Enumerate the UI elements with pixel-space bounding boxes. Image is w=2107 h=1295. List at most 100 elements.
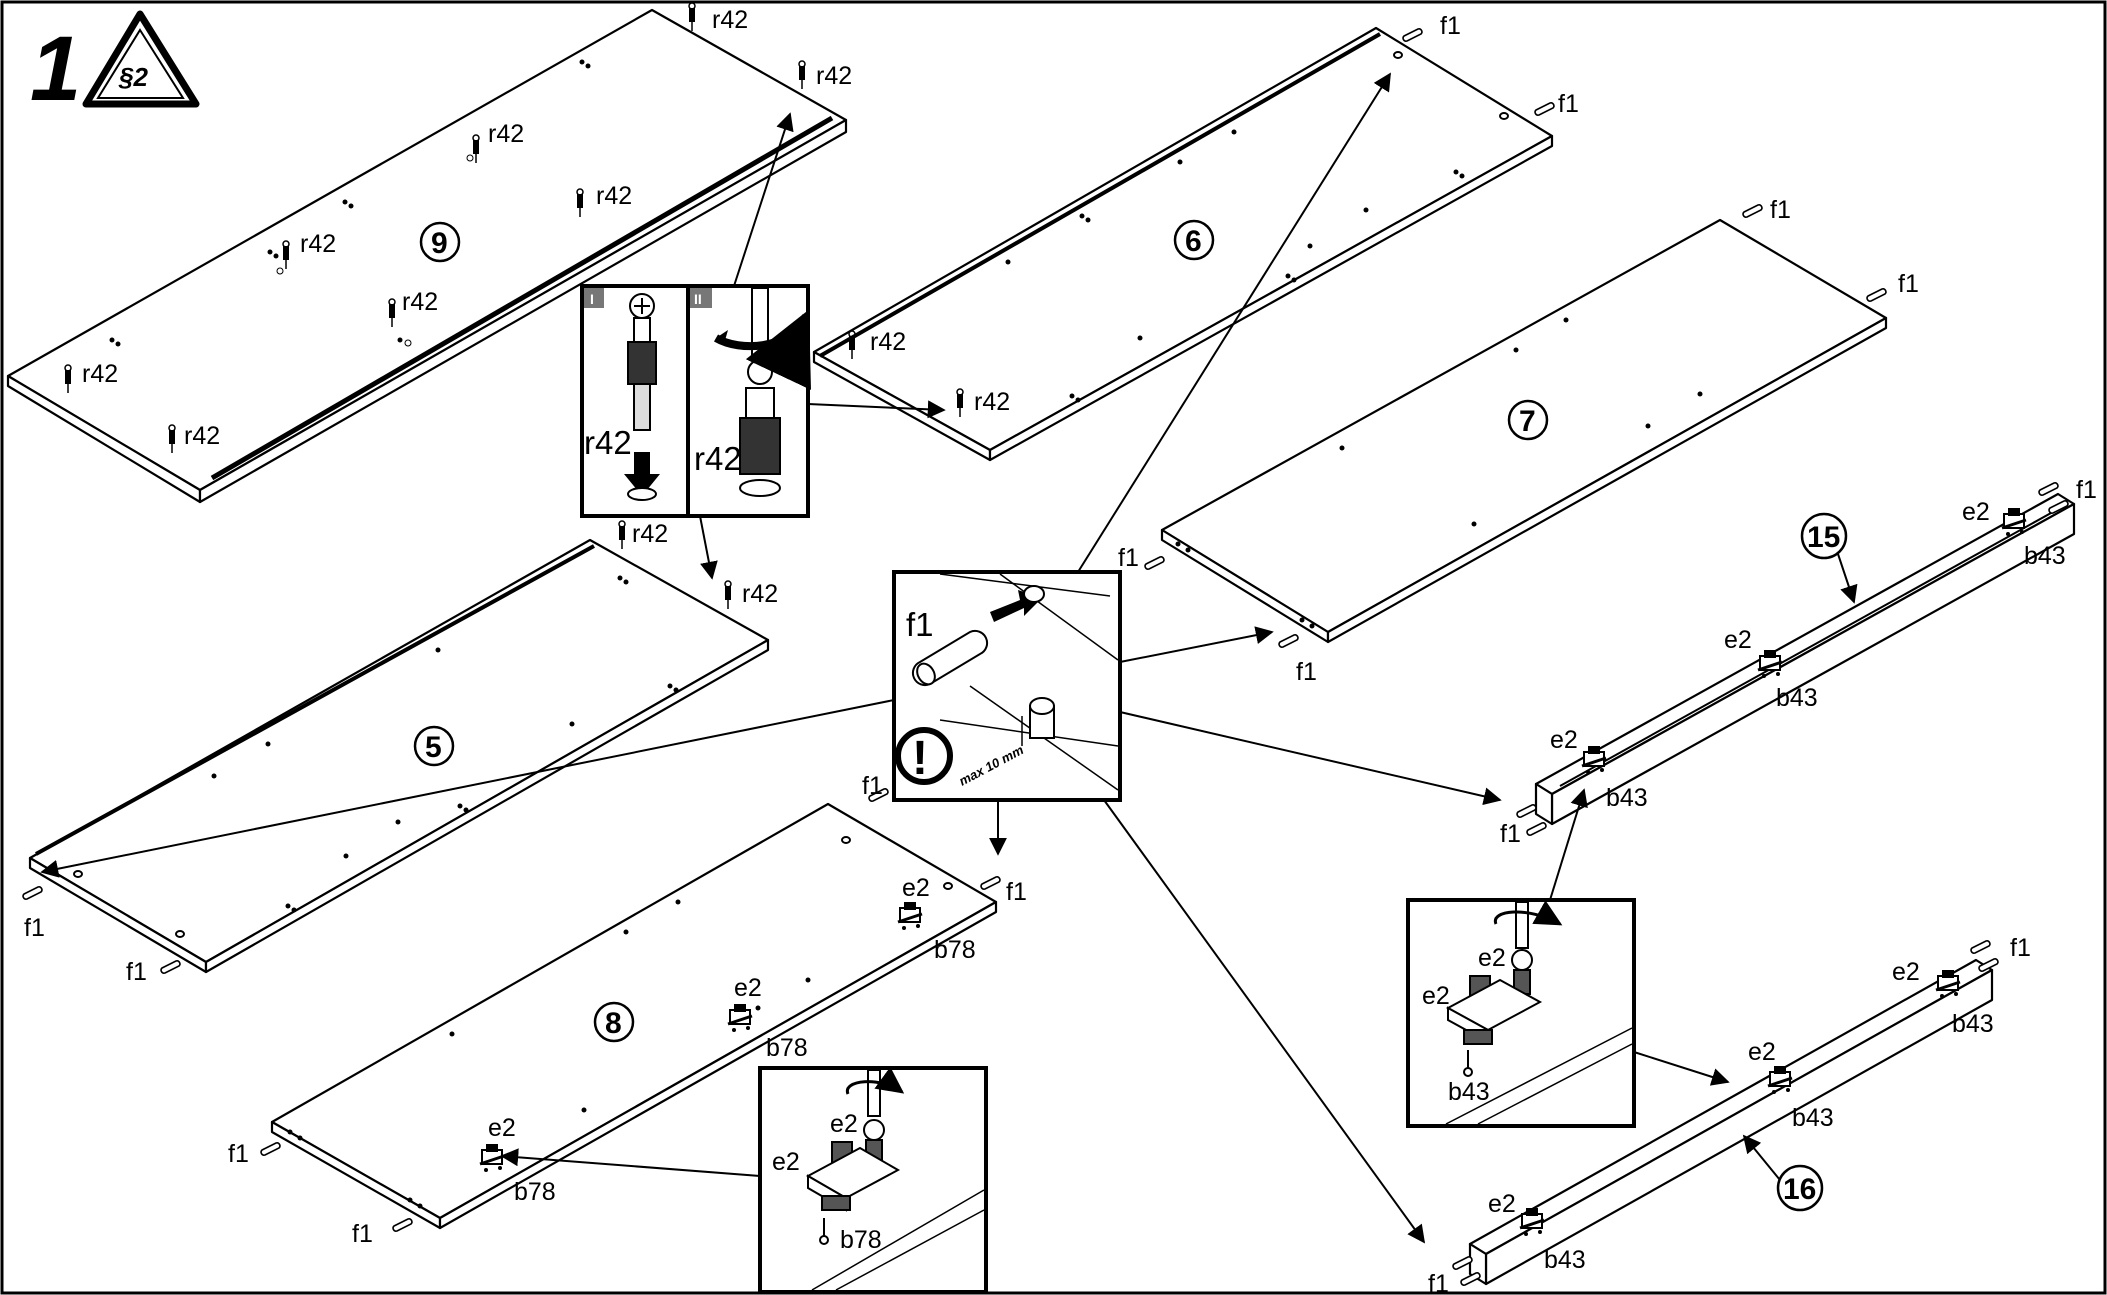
label-e2: e2 xyxy=(902,874,930,902)
label-r42: r42 xyxy=(742,580,778,608)
dowel-f1 xyxy=(160,960,181,974)
leader-hinge-b78 xyxy=(500,1148,761,1177)
part-16-circle xyxy=(1776,1164,1824,1212)
dowel-f1 xyxy=(1526,822,1547,836)
detail-hinge-e2: e2 xyxy=(1422,982,1450,1010)
label-e2: e2 xyxy=(1962,498,1990,526)
rotate-arrow-icon xyxy=(1493,900,1563,926)
detail-dowel-label: f1 xyxy=(906,606,934,643)
detail-hinge-e2: e2 xyxy=(1478,944,1506,972)
label-e2: e2 xyxy=(1488,1190,1516,1218)
part-7-circle xyxy=(1507,399,1549,441)
leader-hinge-b43-up xyxy=(1549,788,1588,901)
label-r42: r42 xyxy=(82,360,118,388)
dowel-f1 xyxy=(2038,482,2059,496)
warning-triangle-icon xyxy=(82,10,200,108)
label-e2: e2 xyxy=(488,1114,516,1142)
dowel-f1 xyxy=(1516,804,1537,818)
leader-cam-down xyxy=(699,515,718,580)
leader-16 xyxy=(1742,1134,1781,1181)
label-f1: f1 xyxy=(862,772,883,800)
dowel-f1 xyxy=(1866,288,1887,302)
hinge-plate-icon xyxy=(805,1119,901,1245)
part-16-label: 16 xyxy=(1783,1173,1816,1206)
leader-hinge-b43-down xyxy=(1633,1051,1730,1086)
part-8-label: 8 xyxy=(605,1007,622,1040)
leader-dowel-15 xyxy=(1119,711,1502,806)
hinge-plate-icon xyxy=(1445,949,1543,1077)
label-f1: f1 xyxy=(2076,476,2097,504)
label-f1: f1 xyxy=(2010,934,2031,962)
label-b78: b78 xyxy=(934,936,976,964)
label-r42: r42 xyxy=(300,230,336,258)
dowel-f1 xyxy=(1144,556,1165,570)
alert-mark: ! xyxy=(912,732,928,785)
panel-6-holes xyxy=(1005,51,1509,403)
detail-cam-step-1: I xyxy=(590,291,594,307)
part-15-label: 15 xyxy=(1807,521,1840,554)
detail-hinge-b78: b78 xyxy=(840,1226,882,1254)
dowel-f1 xyxy=(260,1142,281,1156)
label-f1: f1 xyxy=(1428,1270,1449,1295)
dowel-f1 xyxy=(1970,940,1991,954)
rail-16 xyxy=(1468,958,1994,1286)
dowel-f1 xyxy=(980,876,1001,890)
panel-8-holes xyxy=(287,836,953,1209)
cam-screw-icon xyxy=(627,293,657,431)
dowel-in-hole-icon xyxy=(1029,697,1055,739)
cam-screw-panel-5 xyxy=(618,520,626,550)
detail-cam-label: r42 xyxy=(584,424,632,461)
step-number: 1 xyxy=(30,18,81,120)
detail-cam-step-2: II xyxy=(694,291,702,307)
label-r42: r42 xyxy=(712,6,748,34)
leader-dowel-6 xyxy=(1077,72,1391,573)
label-f1: f1 xyxy=(1006,878,1027,906)
rail-15 xyxy=(1534,492,2076,826)
dowel-f1 xyxy=(1402,28,1423,42)
label-f1: f1 xyxy=(24,914,45,942)
label-f1: f1 xyxy=(1296,658,1317,686)
label-e2: e2 xyxy=(1892,958,1920,986)
part-6-label: 6 xyxy=(1185,225,1202,258)
label-f1: f1 xyxy=(1558,90,1579,118)
screwdriver-icon xyxy=(867,1069,881,1117)
part-7-label: 7 xyxy=(1519,405,1536,438)
part-6-circle xyxy=(1173,219,1215,261)
label-b43: b43 xyxy=(1792,1104,1834,1132)
label-f1: f1 xyxy=(126,958,147,986)
label-f1: f1 xyxy=(1500,820,1521,848)
label-e2: e2 xyxy=(1550,726,1578,754)
label-f1: f1 xyxy=(1440,12,1461,40)
panel-5 xyxy=(28,538,770,974)
detail-hinge-b43: e2 e2 b43 xyxy=(1406,898,1636,1128)
label-b43: b43 xyxy=(2024,542,2066,570)
label-b43: b43 xyxy=(1952,1010,1994,1038)
dowel-f1 xyxy=(22,886,43,900)
label-b43: b43 xyxy=(1776,684,1818,712)
dowel-f1 xyxy=(1742,204,1763,218)
leader-cam-up xyxy=(733,112,794,287)
detail-hinge-b78: e2 e2 b78 xyxy=(758,1066,988,1294)
label-f1: f1 xyxy=(1770,196,1791,224)
panel-8 xyxy=(270,802,998,1230)
dowel-icon xyxy=(911,629,989,687)
label-r42: r42 xyxy=(632,520,668,548)
panel-9-holes xyxy=(109,59,591,347)
part-15-circle xyxy=(1800,512,1848,560)
panel-5-holes xyxy=(73,575,679,938)
detail-hinge-b43: b43 xyxy=(1448,1078,1490,1106)
label-b43: b43 xyxy=(1544,1246,1586,1274)
label-r42: r42 xyxy=(816,62,852,90)
leader-dowel-7 xyxy=(1119,626,1274,663)
panel-7-holes xyxy=(1175,317,1703,629)
label-b78: b78 xyxy=(514,1178,556,1206)
detail-hinge-e2: e2 xyxy=(772,1148,800,1176)
detail-cam-lock: I II r42 r42 xyxy=(580,284,811,518)
detail-dowel: max 10 mm f1 ! xyxy=(892,570,1122,802)
cam-screw-panel-5 xyxy=(724,580,732,610)
label-f1: f1 xyxy=(228,1140,249,1168)
detail-cam-label: r42 xyxy=(694,440,742,477)
label-e2: e2 xyxy=(1724,626,1752,654)
label-r42: r42 xyxy=(402,288,438,316)
